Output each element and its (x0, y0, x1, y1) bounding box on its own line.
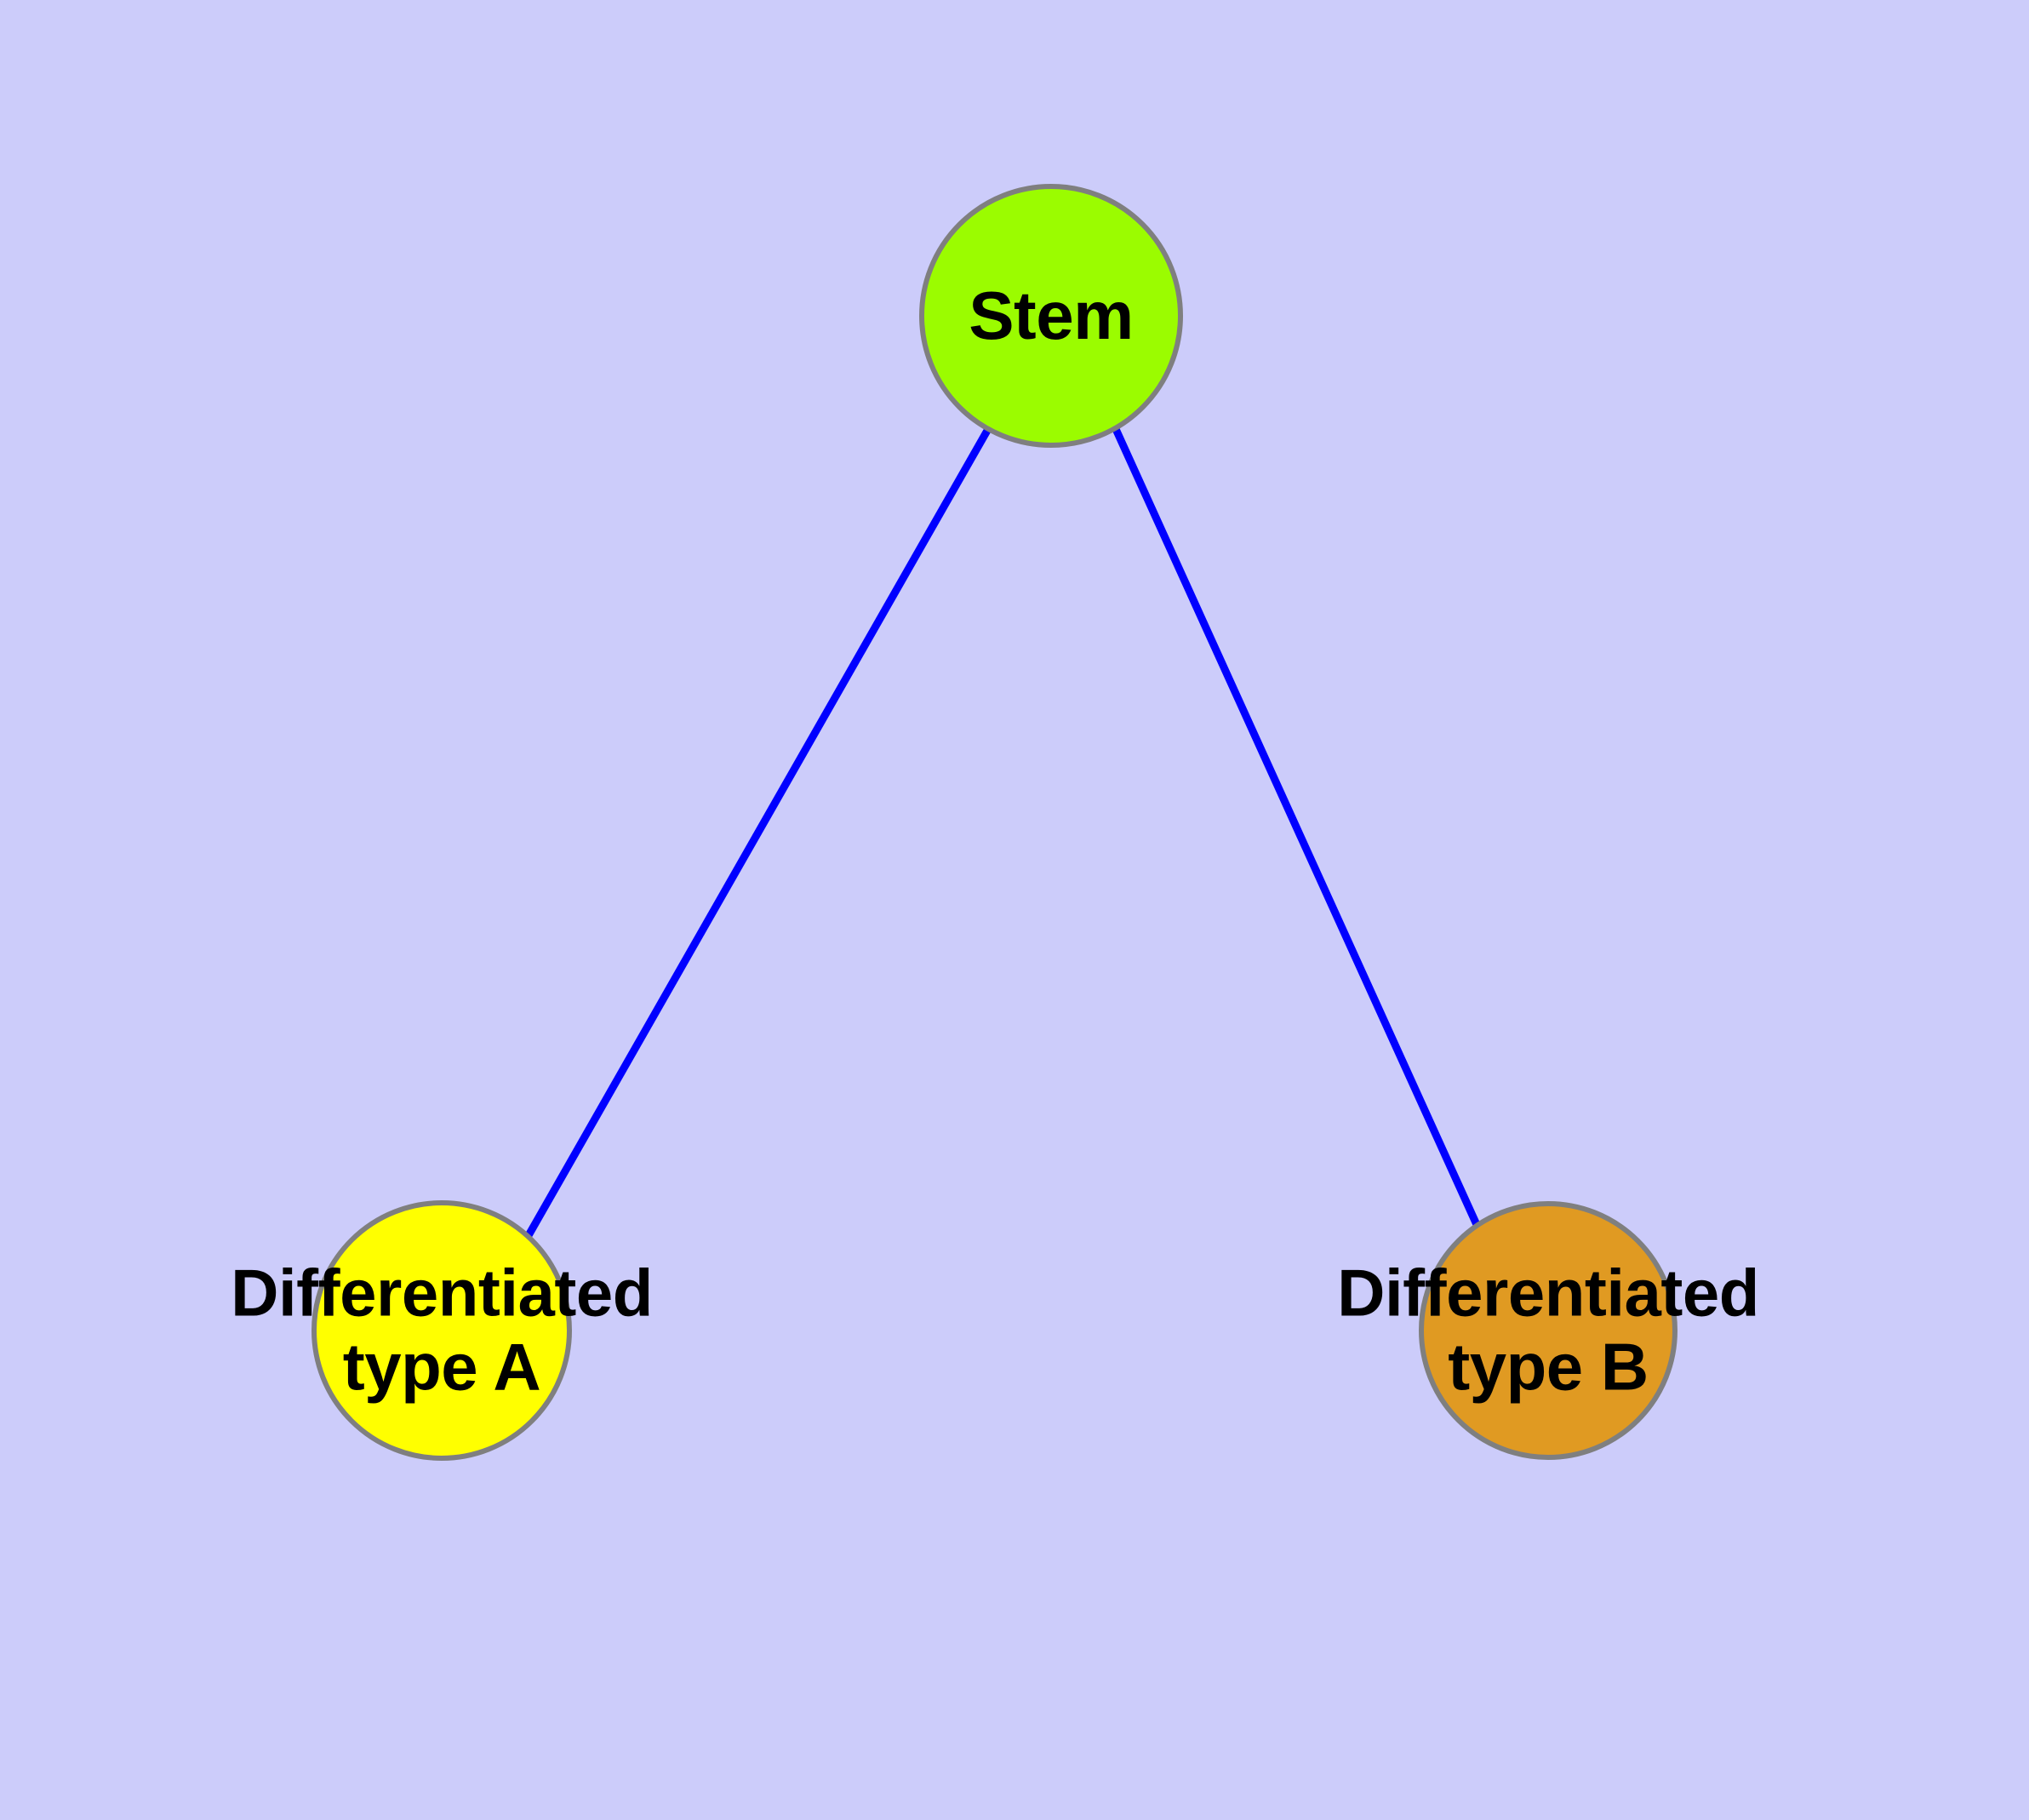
edge-stem-to-differentiated-type-a[interactable] (524, 426, 992, 1239)
node-layer (311, 184, 1677, 1461)
edge-stem-to-differentiated-type-b[interactable] (1112, 427, 1483, 1230)
node-differentiated-type-b[interactable] (1419, 1201, 1677, 1460)
node-differentiated-type-a[interactable] (311, 1200, 572, 1461)
edge-layer (524, 426, 1483, 1239)
node-stem[interactable] (919, 184, 1183, 448)
